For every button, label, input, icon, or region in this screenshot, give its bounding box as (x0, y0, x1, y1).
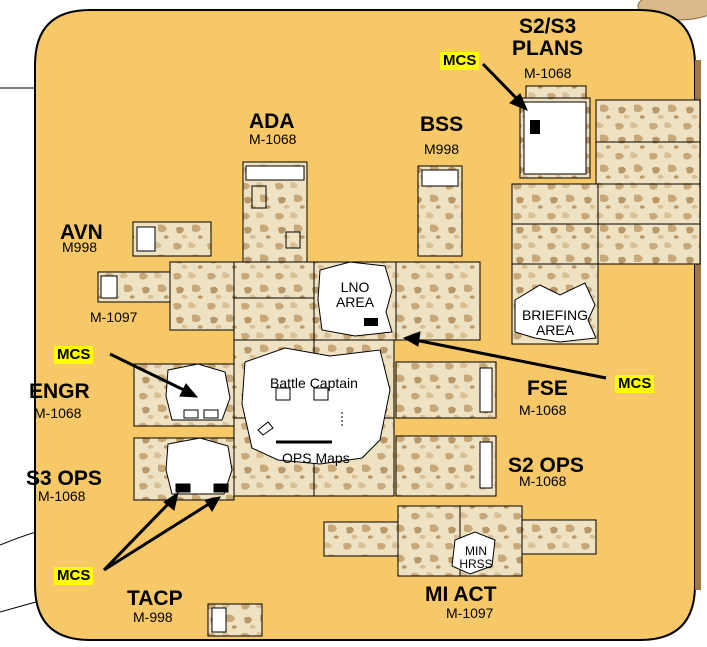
briefing-area-label: BRIEFING AREA (521, 307, 589, 339)
lno-area-shape (317, 261, 393, 337)
battle-captain-label: Battle Captain (270, 375, 358, 391)
mcs-arrows (102, 62, 607, 572)
s2s3-plans-vehicle (519, 85, 591, 179)
s2-ops-label: S2 OPS (508, 454, 584, 477)
ada-vehicle (242, 161, 308, 263)
engr-label: ENGR (29, 380, 90, 403)
bss-vehicle-label: M998 (424, 141, 460, 157)
briefing-area-shape (514, 282, 597, 343)
avn-label: AVN (60, 221, 103, 244)
tacp-vehicle (207, 603, 263, 637)
s2-ops-vehicle-label: M-1068 (519, 473, 567, 489)
m1097-left-label: M-1097 (90, 309, 138, 325)
mi-act-label: MI ACT (425, 583, 497, 606)
fse-vehicle-label: M-1068 (519, 402, 567, 418)
battle-captain-area-shape (241, 347, 391, 465)
min-hrss-label: MIN HRSS (459, 544, 493, 572)
s3-ops-vehicle-label: M-1068 (38, 488, 86, 504)
ada-label: ADA (249, 110, 295, 133)
ops-maps-label: OPS Maps (282, 450, 350, 466)
fse-vehicle (395, 361, 497, 419)
mcs-tag-bottom: MCS (54, 567, 94, 585)
m1097-vehicle-left (97, 271, 173, 303)
ops-furniture (257, 387, 343, 444)
lno-area-label: LNO AREA (335, 279, 375, 311)
panel-shadow-right (695, 60, 701, 590)
min-hrss-shape (451, 531, 496, 575)
bss-label: BSS (420, 113, 464, 136)
mi-act-vehicle-label: M-1097 (446, 605, 494, 621)
s3-ops-vehicle (133, 437, 235, 501)
ada-vehicle-label: M-1068 (249, 131, 297, 147)
mcs-tag-right: MCS (615, 375, 655, 393)
mcs-tag-left: MCS (54, 346, 94, 364)
s2s3-plans-vehicle-label: M-1068 (524, 65, 572, 81)
mcs-tag-top: MCS (440, 52, 480, 70)
s3-ops-label: S3 OPS (26, 467, 102, 490)
s2-ops-vehicle (395, 435, 497, 497)
engr-vehicle-label: M-1068 (34, 405, 82, 421)
avn-vehicle (132, 221, 212, 257)
lno-mcs-block (364, 318, 378, 326)
tacp-vehicle-label: M-998 (133, 609, 173, 625)
tent-group-right (511, 99, 701, 345)
fse-label: FSE (527, 377, 568, 400)
s2s3-plans-label: S2/S3 PLANS (512, 15, 584, 61)
avn-vehicle-label: M998 (62, 239, 98, 255)
bss-vehicle (417, 165, 463, 257)
tacp-label: TACP (127, 587, 183, 610)
